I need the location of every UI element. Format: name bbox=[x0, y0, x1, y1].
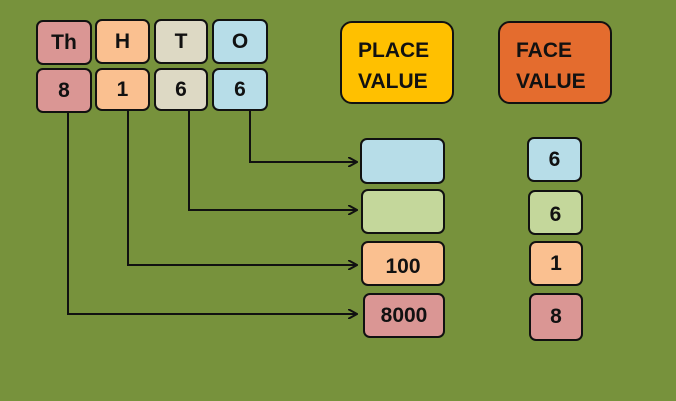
face-value-thousands: 8 bbox=[529, 293, 583, 341]
arrow-tens bbox=[188, 110, 357, 210]
arrow-ones bbox=[249, 110, 357, 162]
face-value-ones: 6 bbox=[527, 137, 582, 182]
place-value-header: PLACE VALUE bbox=[340, 21, 454, 104]
place-value-ones[interactable] bbox=[360, 138, 445, 184]
digit-ones: 6 bbox=[212, 68, 268, 111]
face-value-hundreds: 1 bbox=[529, 241, 583, 286]
face-value-header: FACE VALUE bbox=[498, 21, 612, 104]
heading-tens: T bbox=[154, 19, 208, 64]
face-value-title-line2: VALUE bbox=[516, 70, 586, 93]
heading-hundreds: H bbox=[95, 19, 150, 64]
arrow-hundreds bbox=[127, 110, 357, 265]
digit-thousands: 8 bbox=[36, 68, 92, 113]
place-value-hundreds[interactable]: 100 bbox=[361, 241, 445, 286]
heading-thousands: Th bbox=[36, 20, 92, 65]
arrow-thousands bbox=[67, 112, 357, 314]
face-value-title-line1: FACE bbox=[516, 39, 573, 62]
place-value-title-line2: VALUE bbox=[358, 70, 428, 93]
digit-hundreds: 1 bbox=[95, 68, 150, 111]
digit-tens: 6 bbox=[154, 68, 208, 111]
place-value-thousands[interactable]: 8000 bbox=[363, 293, 445, 338]
face-value-tens: 6 bbox=[528, 190, 583, 235]
place-value-tens[interactable] bbox=[361, 189, 445, 234]
place-value-title-line1: PLACE bbox=[358, 39, 430, 62]
heading-ones: O bbox=[212, 19, 268, 64]
